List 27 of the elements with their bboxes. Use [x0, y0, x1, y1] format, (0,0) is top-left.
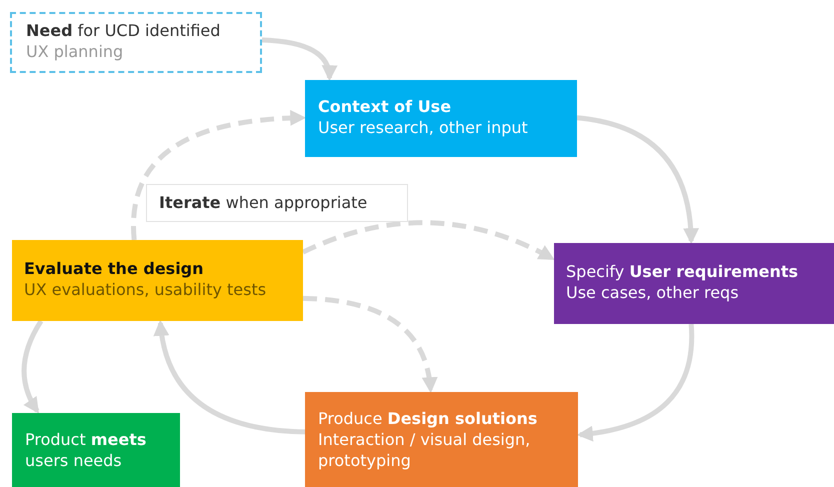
process-box [554, 243, 834, 324]
node-title: Product meets users needs [25, 429, 148, 471]
process-box [305, 80, 577, 157]
node-title: Produce Design solutions [318, 408, 538, 429]
node-title: Need for UCD identified [26, 20, 222, 41]
node-title: Context of Use [318, 96, 452, 117]
node-title: Specify User requirements [566, 261, 800, 282]
process-box [305, 392, 578, 487]
note-box [146, 184, 408, 222]
arrow [131, 110, 306, 240]
node-title: Evaluate the design [24, 258, 205, 279]
arrow [154, 320, 306, 434]
arrow [302, 220, 555, 261]
node-subtitle: Interaction / visual design, prototyping [318, 429, 532, 471]
process-box [12, 240, 303, 321]
node-subtitle: UX evaluations, usability tests [24, 279, 268, 300]
arrow [576, 324, 694, 442]
arrow [22, 320, 44, 414]
node-subtitle: Use cases, other reqs [566, 282, 740, 303]
arrow [576, 115, 698, 244]
arrow [302, 296, 437, 394]
start-box [10, 12, 262, 73]
node-title: Iterate when appropriate [159, 192, 368, 213]
node-subtitle: User research, other input [318, 117, 529, 138]
node-subtitle: UX planning [26, 41, 124, 62]
end-box [12, 413, 180, 487]
arrow [262, 38, 337, 82]
